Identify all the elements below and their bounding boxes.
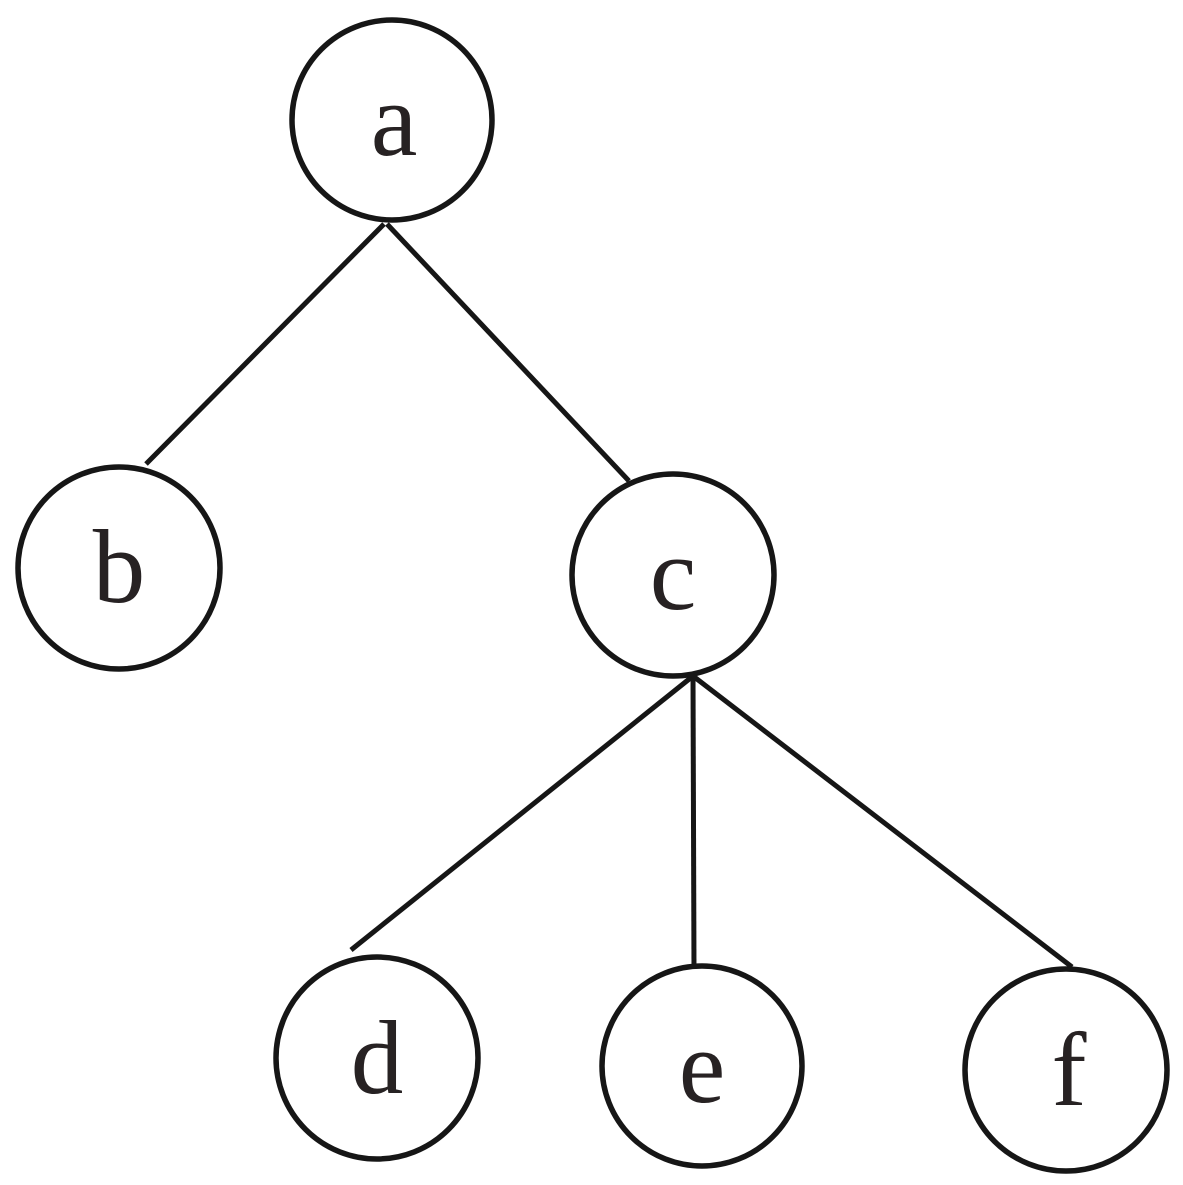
node-label-f: f [1052,1011,1087,1128]
node-circle-f [962,966,1170,1174]
node-a: a [289,17,495,223]
node-e: e [599,963,805,1169]
edge-c-f [691,674,1074,969]
edge-c-d [349,674,695,952]
node-circle-b [15,464,223,672]
node-label-c: c [650,515,697,632]
edge-c-e [690,675,697,972]
node-label-d: d [351,999,404,1116]
node-circle-a [289,17,495,223]
node-f: f [962,966,1170,1174]
node-label-a: a [371,61,418,178]
node-circle-d [273,954,481,1162]
edges-layer [144,222,1074,972]
node-b: b [15,464,223,672]
node-circle-e [599,963,805,1169]
nodes-layer: a b c d e f [15,17,1170,1174]
node-label-e: e [679,1008,726,1125]
edge-a-c [385,222,631,483]
edge-a-b [144,222,386,466]
node-d: d [273,954,481,1162]
node-label-b: b [93,508,146,625]
node-circle-c [569,471,777,679]
node-c: c [569,471,777,679]
